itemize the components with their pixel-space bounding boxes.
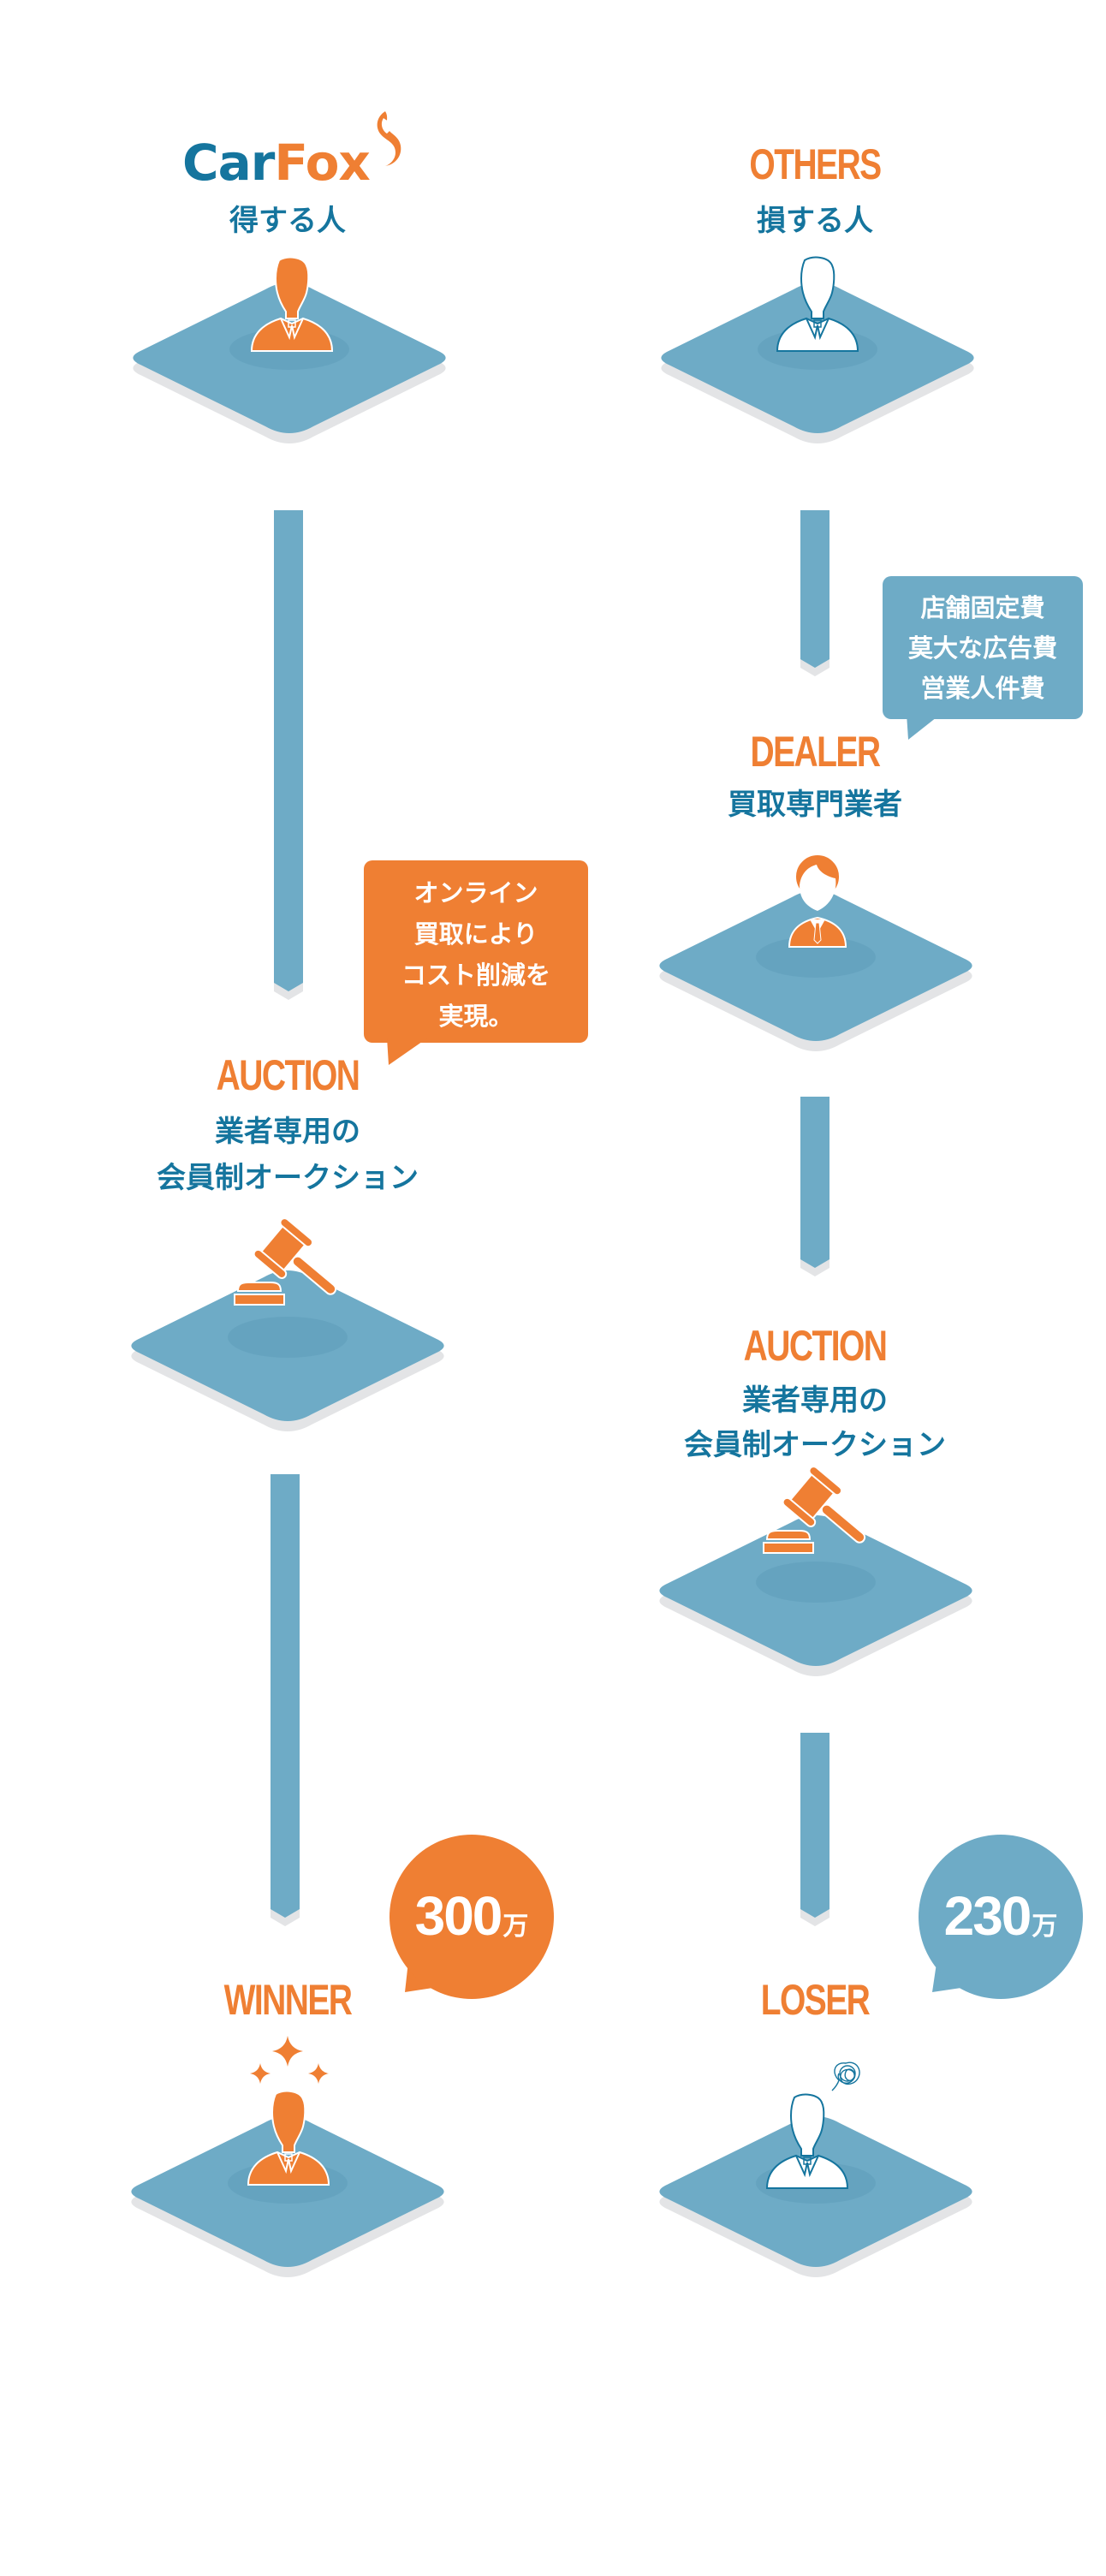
arrow-body	[271, 1474, 300, 1918]
loser-title: LOSER	[760, 1976, 871, 2024]
winner-amount-bubble: 300万	[389, 1835, 554, 1999]
sparkle-icon	[308, 2063, 329, 2084]
arrow-body	[800, 1733, 830, 1918]
flow-arrow-right-2	[800, 1097, 830, 1276]
scribble-icon	[831, 2061, 860, 2091]
platform-left-top	[133, 283, 446, 443]
callout-line: コスト削減を	[401, 961, 550, 990]
businessman-figure	[250, 256, 334, 352]
winner-amount: 300	[414, 1885, 503, 1947]
arrow-body	[800, 1097, 830, 1268]
auction-title-left: AUCTION	[216, 1051, 360, 1099]
platform-left-auction	[131, 1270, 444, 1431]
platform-shadow	[756, 1562, 876, 1603]
callout-tail	[907, 714, 941, 740]
platform-right-top	[661, 283, 974, 443]
platform-right-auction	[659, 1515, 972, 1676]
arrow-body	[274, 510, 303, 991]
cost-reduction-callout: オンライン 買取により コスト削減を 実現。	[364, 860, 588, 1043]
dealer-subtitle: 買取専門業者	[728, 788, 902, 822]
callout-tail	[387, 1038, 428, 1065]
gavel-figure	[763, 1466, 866, 1554]
gavel-figure	[234, 1217, 337, 1306]
sparkle-icon	[272, 2036, 303, 2067]
flow-arrow-left-2	[271, 1474, 300, 1926]
dealer-title: DEALER	[750, 728, 881, 776]
businessman-orange-icon	[250, 256, 334, 352]
gavel-icon	[763, 1466, 866, 1554]
callout-line: 店舗固定費	[920, 593, 1045, 622]
loss-person-label: 損する人	[757, 204, 873, 238]
businessman-sparkles-icon	[247, 2036, 330, 2186]
callout-line: 営業人件費	[920, 674, 1045, 703]
flow-arrow-right-1	[800, 510, 830, 676]
winner-amount-unit: 万	[502, 1912, 529, 1942]
flow-arrow-right-3	[800, 1733, 830, 1926]
businessman-figure	[247, 2090, 330, 2186]
gain-person-label: 得する人	[229, 204, 346, 238]
sparkle-icon	[250, 2063, 271, 2084]
dealer-costs-callout: 店舗固定費 莫大な広告費 営業人件費	[883, 576, 1083, 719]
logo-car-text: Car	[182, 134, 275, 192]
loser-amount-bubble: 230万	[919, 1835, 1083, 1999]
platform-right-dealer	[659, 890, 972, 1051]
fox-tail-icon	[377, 111, 401, 166]
platform-left-bottom	[131, 2116, 444, 2277]
loser-amount-unit: 万	[1032, 1912, 1058, 1942]
platform-shadow	[228, 1317, 348, 1358]
callout-line: 莫大な広告費	[907, 634, 1057, 663]
auction-subtitle-left-1: 業者専用の	[215, 1115, 360, 1149]
businessman-figure	[765, 2093, 849, 2189]
others-title: OTHERS	[749, 140, 882, 188]
gavel-icon	[234, 1217, 337, 1306]
auction-title-right: AUCTION	[743, 1322, 888, 1370]
businessman-frustrated-icon	[765, 2061, 860, 2189]
callout-line: オンライン	[413, 878, 538, 907]
businessman-white-icon	[776, 256, 859, 352]
logo-fox-text: Fox	[274, 134, 371, 192]
carfox-logo: CarFox	[182, 137, 371, 188]
flow-arrow-left-1	[274, 510, 303, 1000]
auction-subtitle-right-2: 会員制オークション	[684, 1428, 946, 1462]
callout-line: 買取により	[413, 919, 538, 949]
businessman-figure	[776, 256, 859, 352]
staff-figure	[788, 854, 847, 948]
staff-person-icon	[788, 854, 847, 948]
winner-title: WINNER	[223, 1976, 353, 2024]
callout-line: 実現。	[438, 1002, 514, 1031]
auction-subtitle-right-1: 業者専用の	[742, 1383, 888, 1418]
loser-amount: 230	[943, 1885, 1032, 1947]
auction-subtitle-left-2: 会員制オークション	[157, 1161, 419, 1195]
arrow-body	[800, 510, 830, 668]
